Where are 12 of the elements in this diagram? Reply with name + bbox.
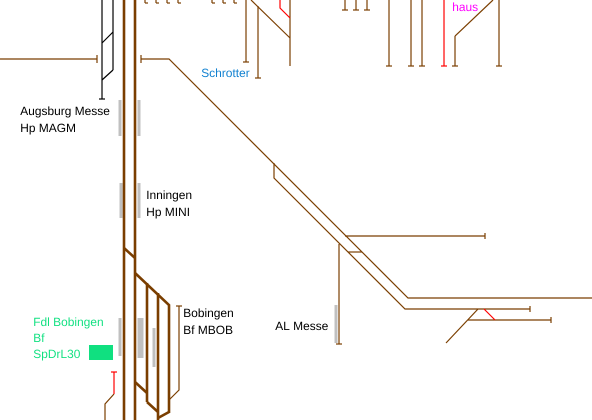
- station-label: Hp MINI: [147, 208, 189, 218]
- station-label: Augsburg Messe: [20, 106, 110, 118]
- station-label: AL Messe: [275, 322, 328, 330]
- station-label: haus: [453, 2, 478, 12]
- station-label: Inningen: [147, 190, 192, 202]
- station-label: Fdl Bobingen: [34, 317, 103, 328]
- station-label: Hp MAGM: [21, 124, 75, 134]
- station-label: Bf MBOB: [184, 325, 232, 334]
- station-label: Bf: [34, 333, 45, 342]
- station-label: Schrotter: [202, 68, 250, 78]
- station-label: Bobingen: [184, 308, 233, 320]
- station-label: SpDrL30: [34, 350, 80, 360]
